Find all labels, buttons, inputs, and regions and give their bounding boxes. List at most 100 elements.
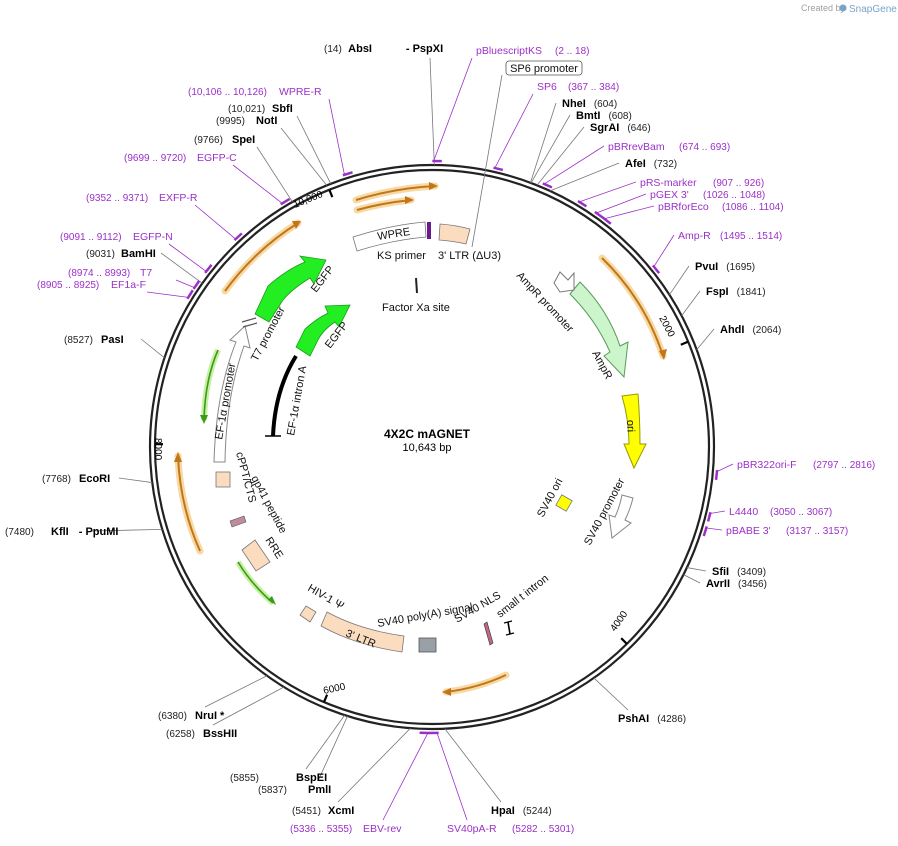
enzyme-name: AfeI — [625, 158, 646, 170]
feature-label-ef1a-promoter: EF-1α promoter — [213, 362, 238, 441]
primer-name: L4440 — [729, 506, 758, 518]
enzyme-name: PshAI — [618, 713, 649, 725]
sv40-promoter-arrow — [608, 494, 634, 539]
primer-leader — [146, 291, 189, 298]
enzyme-name: BspEI — [296, 772, 327, 784]
feature-label-ori: ori — [624, 420, 636, 433]
sp6-promoter-label: SP6 promoter — [510, 63, 578, 75]
enzyme-leader — [280, 127, 328, 186]
enzyme-name: KflI — [51, 526, 69, 538]
enzyme-site-fspi: FspI(1841) — [681, 286, 766, 317]
primer-name: pBRrevBam — [608, 141, 665, 153]
orf-arrow-right — [598, 254, 667, 360]
enzyme-name: AbsI — [348, 43, 372, 55]
primer-leader — [232, 164, 283, 204]
enzyme-name: BmtI — [576, 110, 600, 122]
primer-leader — [579, 181, 637, 203]
enzyme-position: (732) — [654, 159, 677, 170]
primer-name: SV40pA-R — [447, 823, 497, 835]
enzyme-name: SpeI — [232, 134, 255, 146]
rre-box — [241, 539, 271, 572]
primer-leader — [382, 732, 429, 821]
enzyme-site-xcmi: XcmI(5451) — [292, 727, 411, 817]
primer-position: (1495 .. 1514) — [720, 231, 782, 242]
tick-label-10-000: 10,000 — [292, 189, 325, 211]
enzyme-site-bsshii: BssHII(6258) — [166, 686, 285, 740]
enzyme-position: (7480) — [5, 527, 34, 538]
enzyme-position: (1695) — [726, 262, 755, 273]
primer-name: T7 — [140, 267, 152, 279]
enzyme-site-nrui: NruI *(6380) — [158, 675, 268, 722]
sv40-nls-mark — [483, 621, 494, 646]
primer-position: (367 .. 384) — [568, 82, 619, 93]
enzyme-leader — [536, 126, 585, 186]
enzyme-leader — [140, 338, 165, 359]
primer-name: pGEX 3' — [650, 189, 689, 201]
enzyme-site-pvui: PvuI(1695) — [669, 261, 755, 296]
enzyme-position: (7768) — [42, 474, 71, 485]
enzyme-leader — [549, 162, 620, 192]
enzyme-position: (5837) — [258, 785, 287, 796]
snapgene-logo-icon — [839, 4, 847, 12]
ks-primer-mark — [427, 222, 431, 239]
factor-xa-mark — [415, 277, 418, 294]
feature-label-ltr-du3: 3' LTR (ΔU3) — [438, 250, 501, 262]
primer-name: pBR322ori-F — [737, 459, 797, 471]
enzyme-site-pmli: PmlI(5837) — [258, 715, 348, 796]
orf-arrow-left — [174, 452, 204, 555]
primer-pbr322ori-f: pBR322ori-F (2797 .. 2816) — [714, 459, 875, 481]
primer-sv40pa-r: SV40pA-R(5282 .. 5301) — [428, 731, 574, 835]
feature-label-factor-xa-site: Factor Xa site — [382, 302, 450, 314]
enzyme-leader — [683, 574, 701, 584]
primer-position: (907 .. 926) — [713, 178, 764, 189]
enzyme-position: (8527) — [64, 335, 93, 346]
primer-position: (674 .. 693) — [679, 142, 730, 153]
enzyme-leader — [696, 328, 715, 350]
sv40-ori-box — [555, 494, 573, 512]
feature-label-small-t-intron: small t intron — [494, 573, 551, 621]
primer-mark — [280, 197, 291, 206]
enzyme-site-ecori: EcoRI(7768) — [42, 473, 153, 485]
primer-name: Amp-R — [678, 230, 711, 242]
primer-position: (8974 .. 8993) — [68, 268, 130, 279]
enzyme-leader — [118, 477, 153, 483]
primer-mark — [706, 511, 712, 522]
ampr-arrow — [569, 281, 629, 379]
enzyme-position: (9995) — [216, 116, 245, 127]
primer-name: WPRE-R — [279, 86, 322, 98]
enzyme-position: (14) — [324, 44, 342, 55]
enzyme-position: (5855) — [230, 773, 259, 784]
primer-name: EXFP-R — [159, 192, 198, 204]
primer-name: pBABE 3' — [726, 525, 771, 537]
ef1a-intron-a-bar — [271, 354, 298, 437]
primer-position: (3050 .. 3067) — [770, 507, 832, 518]
ltr-3-box — [320, 611, 405, 653]
primer-egfp-n: EGFP-N(9091 .. 9112) — [60, 231, 213, 274]
enzyme-name: HpaI — [491, 805, 515, 817]
enzyme-site-spei: SpeI (9766) — [194, 134, 293, 203]
primer-mark — [192, 280, 201, 290]
enzyme-name: XcmI — [328, 805, 354, 817]
cppt-cts-box — [215, 471, 231, 488]
primer-mark — [651, 264, 661, 274]
tick-label-8000: 8000 — [152, 438, 163, 461]
primer-amp-r: Amp-R (1495 .. 1514) — [651, 230, 782, 274]
enzyme-position: (9766) — [194, 135, 223, 146]
primer-position: (2 .. 18) — [555, 46, 589, 57]
enzyme-name: SbfI — [272, 103, 293, 115]
enzyme-site-pshai: PshAI(4286) — [593, 677, 686, 725]
primer-leader — [433, 57, 473, 162]
enzyme-position: (3456) — [738, 579, 767, 590]
enzyme-site-sgrai: SgrAI(646) — [536, 122, 651, 186]
primer-exfp-r: EXFP-R(9352 .. 9371) — [86, 192, 243, 242]
feature-label-ef1a-intron-a: EF-1α intron A — [285, 364, 309, 436]
primer-position: (9091 .. 9112) — [60, 232, 122, 243]
primer-position: (2797 .. 2816) — [813, 460, 875, 471]
enzyme-name: NheI — [562, 98, 586, 110]
primer-mark — [714, 469, 719, 481]
primer-leader — [328, 98, 345, 175]
primer-pbluescriptks: pBluescriptKS(2 .. 18) — [432, 45, 589, 163]
orf-arrows — [174, 182, 667, 696]
primer-leader — [436, 732, 468, 821]
